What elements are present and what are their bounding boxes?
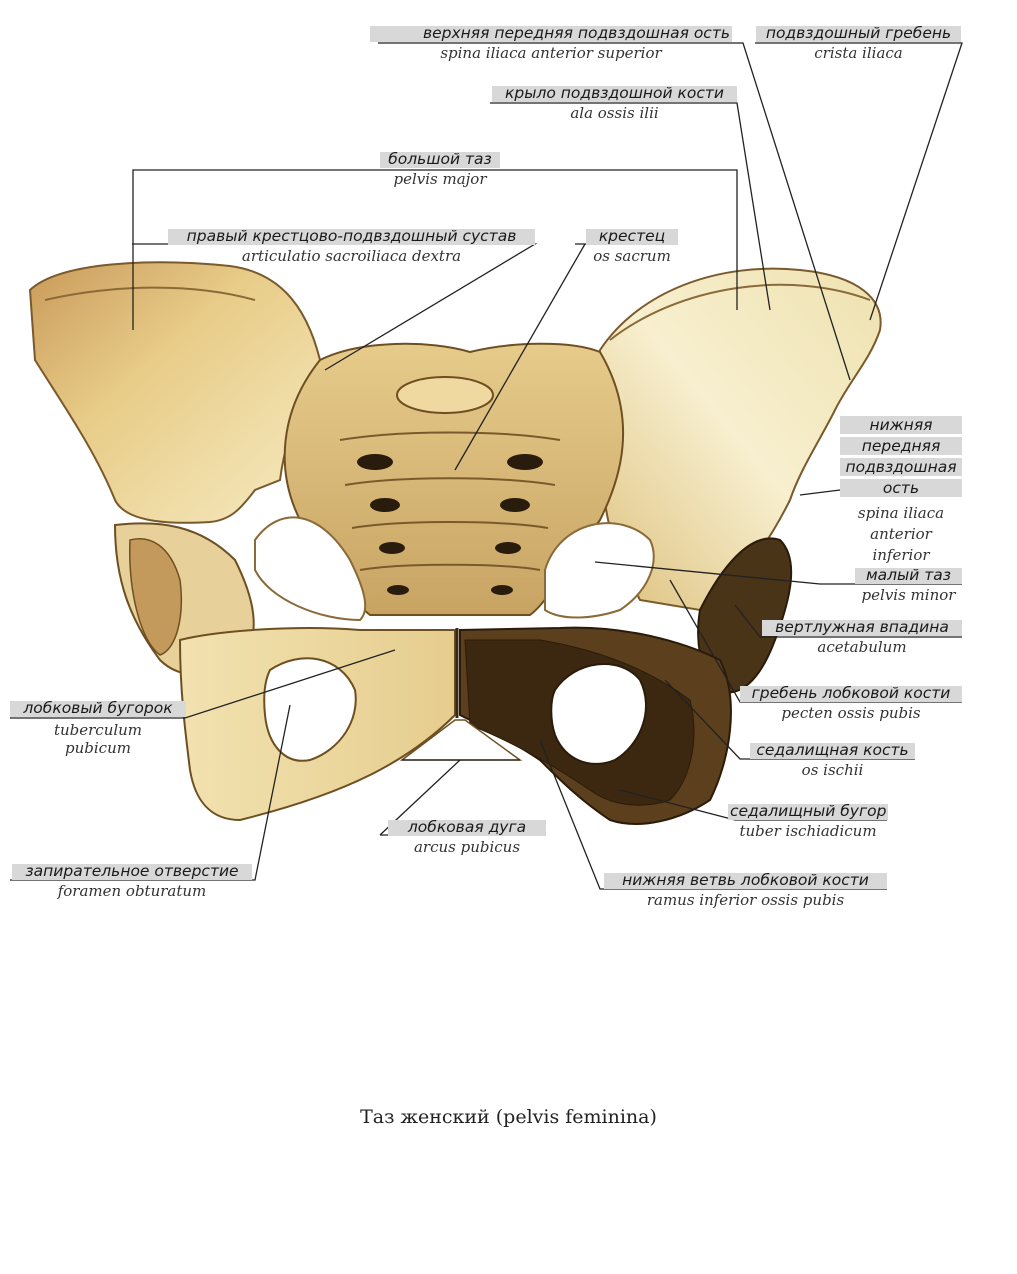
label-ramus: нижняя ветвь лобковой кости ramus inferi…	[604, 872, 887, 909]
sacral-foramina	[357, 454, 543, 595]
label-ala: крыло подвздошной кости ala ossis ilii	[492, 85, 737, 122]
label-aiis-la-3: inferior	[872, 546, 930, 564]
label-acetabulum: вертлужная впадина acetabulum	[762, 619, 962, 656]
label-aiis: нижняя передняя подвздошная ость spina i…	[840, 416, 962, 567]
label-arcus-ru: лобковая дуга	[388, 819, 546, 836]
label-sacrum-ru: крестец	[586, 228, 678, 245]
label-pecten-ru: гребень лобковой кости	[740, 685, 962, 702]
sacrum-bone	[283, 342, 625, 616]
figure-caption: Таз женский (pelvis feminina)	[360, 1106, 657, 1128]
label-ischii: седалищная кость os ischii	[750, 742, 915, 779]
label-sias: верхняя передняя подвздошная ость spina …	[370, 25, 732, 62]
label-aiis-ru-4: ость	[840, 479, 962, 497]
label-ala-ru: крыло подвздошной кости	[492, 85, 737, 102]
label-tuber-ru: седалищный бугор	[728, 802, 888, 820]
label-crista-ru: подвздошный гребень	[756, 25, 961, 42]
label-pecten: гребень лобковой кости pecten ossis pubi…	[740, 685, 962, 722]
label-pecten-la: pecten ossis pubis	[781, 703, 921, 722]
label-ramus-ru: нижняя ветвь лобковой кости	[604, 872, 887, 889]
obturator-foramen-right	[550, 663, 647, 765]
label-tuber: седалищный бугор tuber ischiadicum	[728, 802, 888, 840]
label-sacroiliac-la: articulatio sacroiliaca dextra	[241, 246, 462, 265]
label-ala-la: ala ossis ilii	[570, 103, 659, 122]
label-ischii-ru: седалищная кость	[750, 742, 915, 759]
label-ischii-la: os ischii	[801, 760, 864, 779]
label-sias-ru: верхняя передняя подвздошная ость	[370, 25, 732, 42]
label-arcus: лобковая дуга arcus pubicus	[388, 819, 546, 856]
label-tuberculum-ru: лобковый бугорок	[10, 700, 186, 717]
label-ramus-la: ramus inferior ossis pubis	[646, 890, 845, 909]
leader-lines	[10, 42, 963, 890]
label-minor-la: pelvis minor	[861, 585, 956, 604]
label-foramen-la: foramen obturatum	[57, 881, 207, 900]
label-tuberculum-la-2: pubicum	[65, 738, 131, 757]
label-arcus-la: arcus pubicus	[413, 837, 521, 856]
label-foramen: запирательное отверстие foramen obturatu…	[12, 863, 252, 900]
label-sacroiliac: правый крестцово-подвздошный сустав arti…	[168, 228, 535, 265]
label-minor-ru: малый таз	[855, 567, 962, 584]
label-acetabulum-la: acetabulum	[817, 637, 907, 656]
label-foramen-ru: запирательное отверстие	[12, 863, 252, 880]
label-tuberculum-la-1: tuberculum	[53, 720, 143, 739]
pelvic-inlet-left	[254, 516, 367, 622]
label-major: большой таз pelvis major	[380, 151, 500, 188]
label-tuber-la: tuber ischiadicum	[739, 821, 877, 840]
obturator-foramen-left	[263, 657, 357, 762]
left-ilium	[28, 261, 322, 524]
label-acetabulum-ru: вертлужная впадина	[762, 619, 962, 636]
label-crista-la: crista iliaca	[814, 43, 903, 62]
label-aiis-ru-1: нижняя	[840, 416, 962, 434]
label-major-la: pelvis major	[393, 169, 487, 188]
label-crista: подвздошный гребень crista iliaca	[756, 25, 961, 62]
label-aiis-la-1: spina iliaca	[857, 504, 945, 522]
label-minor: малый таз pelvis minor	[855, 567, 962, 604]
label-aiis-ru-2: передняя	[840, 437, 962, 455]
label-sacroiliac-ru: правый крестцово-подвздошный сустав	[168, 228, 535, 245]
label-sacrum: крестец os sacrum	[586, 228, 678, 265]
pelvic-inlet-right	[544, 522, 655, 619]
label-aiis-ru-3: подвздошная	[840, 458, 962, 476]
label-major-ru: большой таз	[380, 151, 500, 168]
label-sias-la: spina iliaca anterior superior	[440, 43, 662, 62]
label-sacrum-la: os sacrum	[593, 246, 671, 265]
label-tuberculum: лобковый бугорок tuberculum pubicum	[10, 700, 186, 757]
label-aiis-la-2: anterior	[870, 525, 932, 543]
